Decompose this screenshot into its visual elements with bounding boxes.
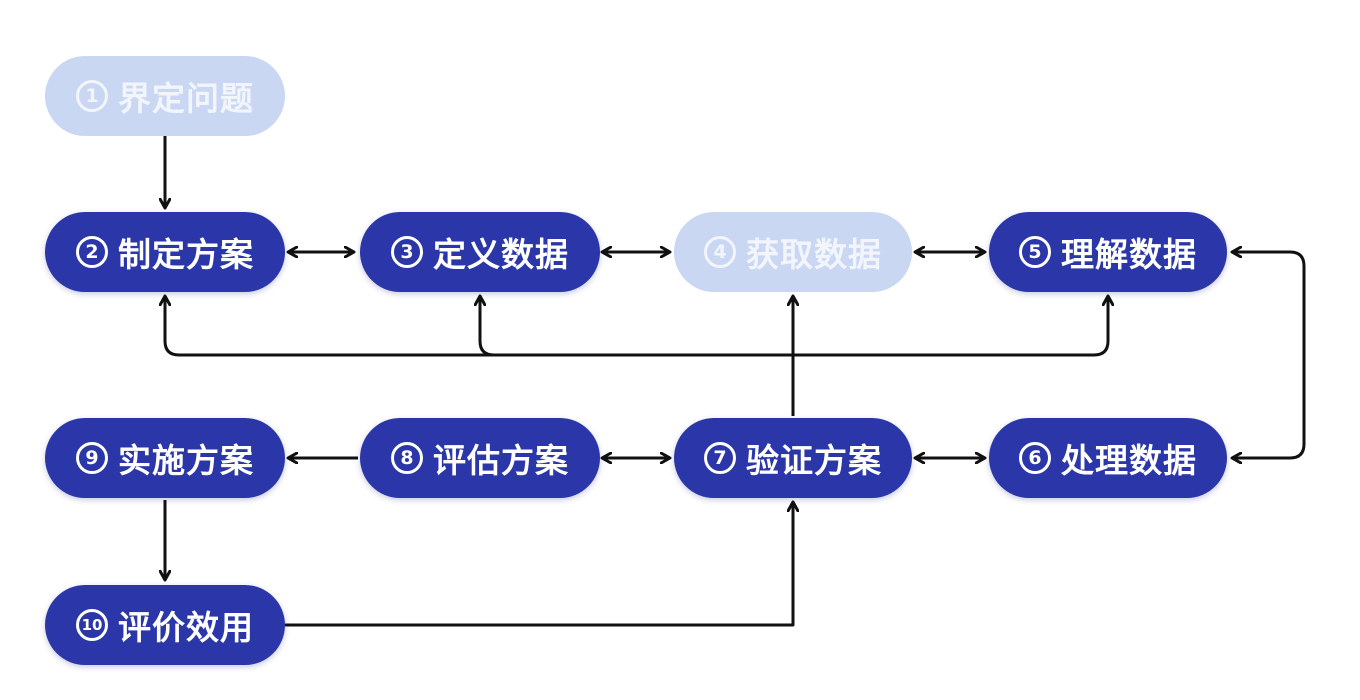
step-label: 理解数据: [1061, 235, 1197, 274]
step-label: 验证方案: [746, 441, 882, 480]
step-number-badge: 1: [76, 80, 108, 112]
step-10-node: 10 评价效用: [45, 585, 285, 665]
step-label: 制定方案: [118, 235, 254, 274]
step-4-node: 4 获取数据: [674, 212, 912, 292]
step-number-badge: 4: [704, 236, 736, 268]
step-8-node: 8 评估方案: [360, 418, 600, 498]
step-number-badge: 7: [704, 442, 736, 474]
step-9-node: 9 实施方案: [45, 418, 285, 498]
edge-7-to-3: [480, 296, 793, 357]
step-number-badge: 3: [391, 236, 423, 268]
step-number-badge: 8: [391, 442, 423, 474]
edge-10-to-7: [285, 502, 793, 627]
step-label: 评估方案: [433, 441, 569, 480]
step-label: 评价效用: [118, 608, 254, 647]
step-3-node: 3 定义数据: [360, 212, 600, 292]
step-number-badge: 9: [76, 442, 108, 474]
step-2-node: 2 制定方案: [45, 212, 285, 292]
step-6-node: 6 处理数据: [989, 418, 1227, 498]
step-label: 处理数据: [1061, 441, 1197, 480]
step-label: 获取数据: [746, 235, 882, 274]
step-1-node: 1 界定问题: [45, 56, 285, 136]
step-number-badge: 2: [76, 236, 108, 268]
step-label: 界定问题: [118, 79, 254, 118]
edge-7-to-5: [793, 296, 1108, 357]
step-5-node: 5 理解数据: [989, 212, 1227, 292]
step-7-node: 7 验证方案: [674, 418, 912, 498]
step-label: 实施方案: [118, 441, 254, 480]
step-number-badge: 6: [1019, 442, 1051, 474]
edge-7-to-2: [165, 296, 793, 357]
edge-5-to-6: [1232, 252, 1306, 458]
step-label: 定义数据: [433, 235, 569, 274]
step-number-badge: 5: [1019, 236, 1051, 268]
step-number-badge: 10: [76, 609, 108, 641]
